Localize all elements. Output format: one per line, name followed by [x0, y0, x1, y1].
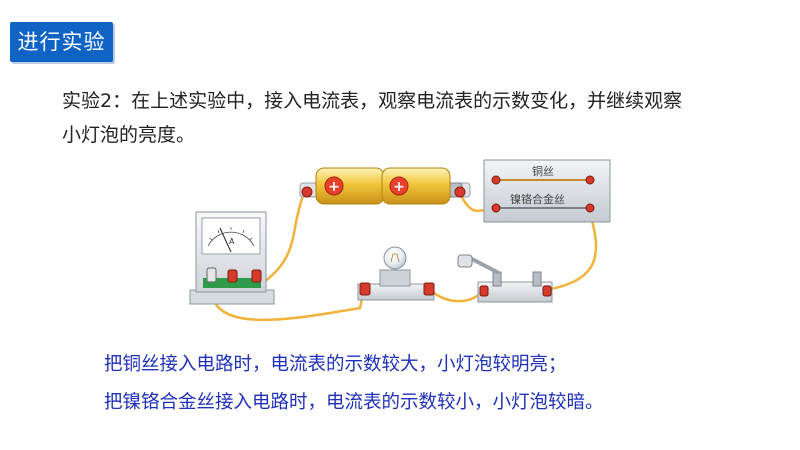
plus-icon: +	[328, 179, 340, 195]
ammeter: A	[189, 211, 275, 305]
switch	[457, 254, 553, 303]
wire-board: 铜丝 镍铬合金丝	[483, 159, 611, 223]
description-line-1: 实验2：在上述实验中，接入电流表，观察电流表的示数变化，并继续观察	[62, 90, 683, 112]
battery-cell-1: +	[315, 167, 385, 205]
alloy-wire-label: 镍铬合金丝	[510, 192, 565, 206]
ammeter-unit-label: A	[229, 237, 235, 246]
plus-icon: +	[393, 179, 405, 195]
section-tag: 进行实验	[10, 22, 113, 62]
wire-switch-to-board	[544, 211, 598, 292]
copper-wire-label: 铜丝	[532, 164, 554, 178]
experiment-description: 实验2：在上述实验中，接入电流表，观察电流表的示数变化，并继续观察 小灯泡的亮度…	[62, 84, 752, 152]
wire-bulb-to-switch	[428, 288, 484, 303]
description-line-2: 小灯泡的亮度。	[62, 124, 196, 146]
result-copper: 把铜丝接入电路时，电流表的示数较大，小灯泡较明亮；	[104, 354, 567, 375]
bulb-holder	[357, 246, 435, 301]
wire-battery-to-ammeter	[262, 194, 305, 284]
result-alloy: 把镍铬合金丝接入电路时，电流表的示数较小，小灯泡较暗。	[104, 392, 604, 413]
battery-cell-2: +	[381, 167, 451, 205]
